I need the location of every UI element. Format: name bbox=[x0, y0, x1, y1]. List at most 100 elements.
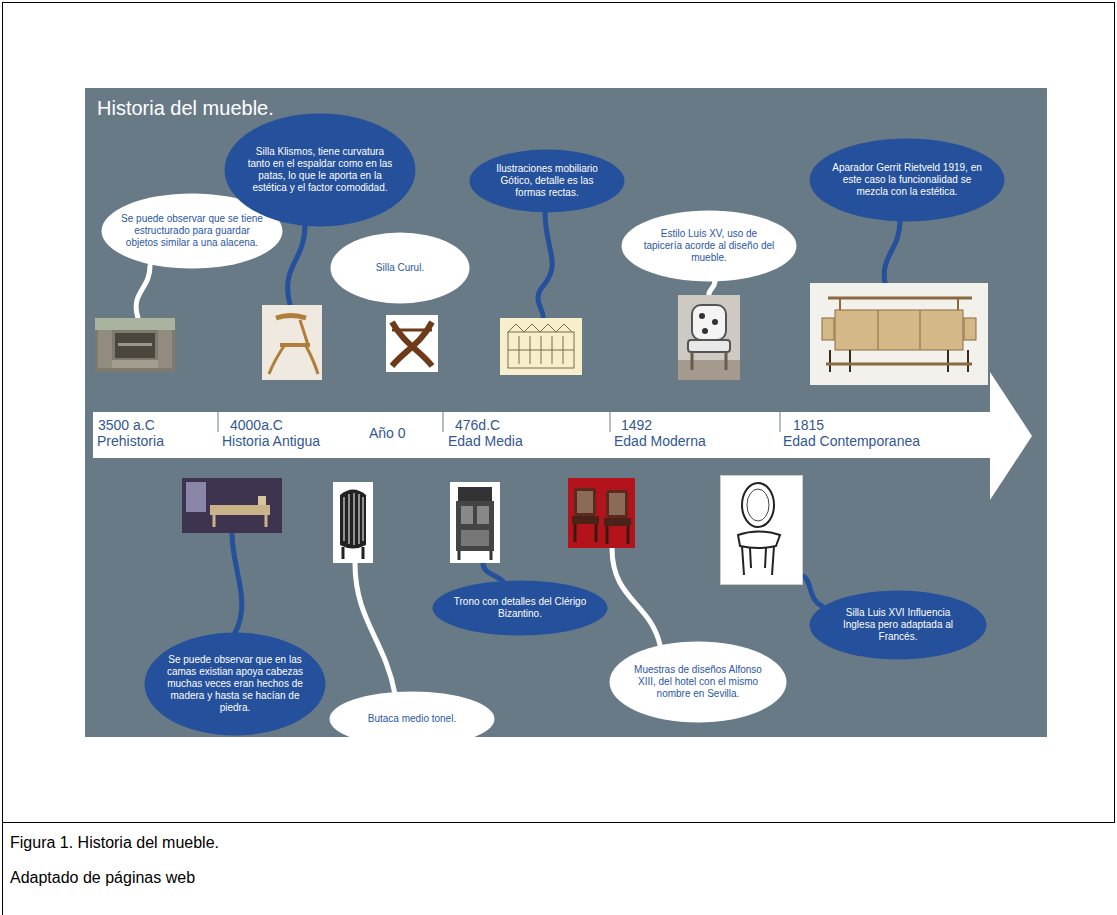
drawing-byzantine-throne-part bbox=[458, 487, 492, 501]
leader-lines-part bbox=[612, 548, 660, 645]
photo-rietveld-sideboard-part bbox=[878, 310, 920, 350]
bubble-ellipse bbox=[145, 633, 326, 736]
photo-klismos-chair bbox=[262, 305, 322, 380]
drawing-louis-xvi-chair-part bbox=[742, 546, 774, 575]
photo-egyptian-bed-part bbox=[186, 482, 206, 512]
photo-alfonso-xiii-chairs bbox=[568, 478, 635, 548]
callout-bubble: Aparador Gerrit Rietveld 1919, en este c… bbox=[809, 138, 1005, 222]
bubble-text: Butaca medio tonel. bbox=[348, 713, 477, 725]
drawing-louis-xvi-chair bbox=[721, 476, 803, 585]
photo-rietveld-sideboard-part bbox=[835, 310, 963, 350]
figure-frame-part bbox=[3, 3, 1115, 823]
drawing-byzantine-throne-part bbox=[461, 530, 489, 546]
timeline-period: 476d.C bbox=[455, 417, 500, 433]
leader-lines-part bbox=[483, 563, 505, 584]
photo-egyptian-bed-part bbox=[182, 478, 282, 533]
photo-rietveld-sideboard-part bbox=[822, 318, 834, 340]
photo-egyptian-bed bbox=[182, 478, 282, 533]
photo-klismos-chair-part bbox=[262, 305, 322, 380]
timeline-period: Historia Antigua bbox=[222, 433, 320, 449]
callout-bubble: Ilustraciones mobiliario Gótico, detalle… bbox=[469, 149, 625, 213]
photo-prehistoric-shelf-part bbox=[95, 318, 175, 330]
photo-rietveld-sideboard-part bbox=[828, 297, 972, 300]
leader-lines-part bbox=[538, 212, 552, 318]
photo-louis-xv-chair-part bbox=[688, 340, 730, 352]
leader-lines-part bbox=[709, 281, 715, 295]
leader-lines-part bbox=[232, 533, 242, 633]
photo-curule-chair-part bbox=[386, 315, 438, 372]
photo-prehistoric-shelf-part bbox=[118, 343, 152, 346]
bubble-text: Se puede observar que se tiene estructur… bbox=[121, 213, 263, 249]
timeline-year: 4000a.C bbox=[230, 417, 283, 433]
bubble-text: Estilo Luis XV, uso de tapicería acorde … bbox=[641, 228, 778, 264]
illustration-gothic-furniture-part bbox=[508, 324, 572, 332]
photo-louis-xv-chair-part bbox=[692, 305, 726, 340]
bubble-text: Muestras de diseños Alfonso XIII, del ho… bbox=[629, 664, 768, 700]
bubble-text: Silla Luis XVI Influencia Inglesa pero a… bbox=[829, 607, 968, 643]
illustration-gothic-furniture-part bbox=[508, 332, 574, 368]
photo-klismos-chair-part bbox=[276, 316, 306, 319]
timeline-period: Año 0 bbox=[369, 425, 406, 441]
photo-louis-xv-chair-part bbox=[702, 328, 708, 334]
callout-bubble: Muestras de diseños Alfonso XIII, del ho… bbox=[609, 641, 787, 723]
diagram-title: Historia del mueble. bbox=[97, 97, 274, 120]
photo-rietveld-sideboard bbox=[810, 283, 988, 385]
callout-bubble: Silla Luis XVI Influencia Inglesa pero a… bbox=[809, 590, 987, 660]
photo-egyptian-bed-part bbox=[210, 505, 270, 515]
timeline-arrow-body bbox=[93, 372, 1032, 500]
bubble-text: Silla Curul. bbox=[346, 262, 455, 274]
timeline-period: 1492 bbox=[621, 417, 652, 433]
photo-alfonso-xiii-chairs-part bbox=[572, 516, 599, 524]
photo-alfonso-xiii-chairs-part bbox=[577, 491, 593, 513]
photo-egyptian-bed-part bbox=[214, 515, 266, 527]
bubble-ellipse bbox=[330, 692, 495, 747]
leader-lines-part bbox=[288, 225, 305, 305]
photo-alfonso-xiii-chairs-part bbox=[575, 524, 596, 542]
photo-louis-xv-chair-part bbox=[699, 313, 705, 319]
photo-curule-chair-part bbox=[392, 322, 432, 366]
photo-prehistoric-shelf-part bbox=[115, 333, 155, 358]
photo-prehistoric-shelf-part bbox=[158, 330, 172, 368]
drawing-byzantine-throne-part bbox=[461, 506, 473, 524]
photo-rietveld-sideboard-part bbox=[840, 298, 958, 310]
photo-rietveld-sideboard-part bbox=[810, 283, 988, 385]
timeline-tick bbox=[442, 412, 444, 432]
photo-alfonso-xiii-chairs-part bbox=[606, 490, 628, 518]
drawing-byzantine-throne-part bbox=[450, 482, 500, 563]
photo-alfonso-xiii-chairs-part bbox=[568, 478, 635, 548]
bubble-text: Ilustraciones mobiliario Gótico, detalle… bbox=[486, 163, 608, 199]
bubble-ellipse bbox=[225, 114, 416, 227]
leader-lines-part bbox=[884, 221, 900, 283]
timeline-period: 1815 bbox=[793, 417, 824, 433]
photo-alfonso-xiii-chairs-part bbox=[609, 493, 625, 515]
bubble-ellipse bbox=[433, 581, 608, 636]
timeline-arrow: 3500 a.CPrehistoria4000a.CHistoria Antig… bbox=[93, 372, 1032, 500]
bubble-ellipse bbox=[610, 642, 787, 723]
bubble-ellipse bbox=[622, 211, 797, 282]
callout-bubble: Silla Curul. bbox=[330, 232, 470, 304]
source-note: Adaptado de páginas web bbox=[10, 869, 195, 887]
drawing-barrel-armchair-part bbox=[343, 547, 363, 559]
photo-alfonso-xiii-chairs-part bbox=[604, 518, 631, 526]
photo-curule-chair-part bbox=[392, 329, 432, 332]
timeline-tick bbox=[217, 412, 219, 432]
bubble-ellipse bbox=[331, 233, 470, 304]
timeline-year: Edad Contemporanea bbox=[783, 433, 920, 449]
photo-louis-xv-chair-part bbox=[678, 360, 740, 380]
timeline-year: Edad Moderna bbox=[614, 433, 706, 449]
photo-louis-xv-chair-part bbox=[678, 295, 740, 380]
bubble-ellipse bbox=[470, 150, 625, 213]
photo-klismos-chair-part bbox=[269, 346, 284, 374]
timeline-period: Prehistoria bbox=[97, 433, 164, 449]
callout-bubble: Se puede observar que en las camas exist… bbox=[144, 632, 326, 736]
bubble-text: Trono con detalles del Clérigo Bizantino… bbox=[452, 596, 589, 620]
bubble-ellipse bbox=[810, 139, 1005, 222]
photo-rietveld-sideboard-part bbox=[830, 350, 968, 372]
photo-curule-chair bbox=[386, 315, 438, 372]
photo-prehistoric-shelf-part bbox=[112, 360, 158, 368]
photo-klismos-chair-part bbox=[306, 346, 318, 374]
photo-klismos-chair-part bbox=[300, 320, 308, 345]
timeline-year: Edad Media bbox=[448, 433, 523, 449]
figure-frame-part bbox=[2, 822, 3, 915]
